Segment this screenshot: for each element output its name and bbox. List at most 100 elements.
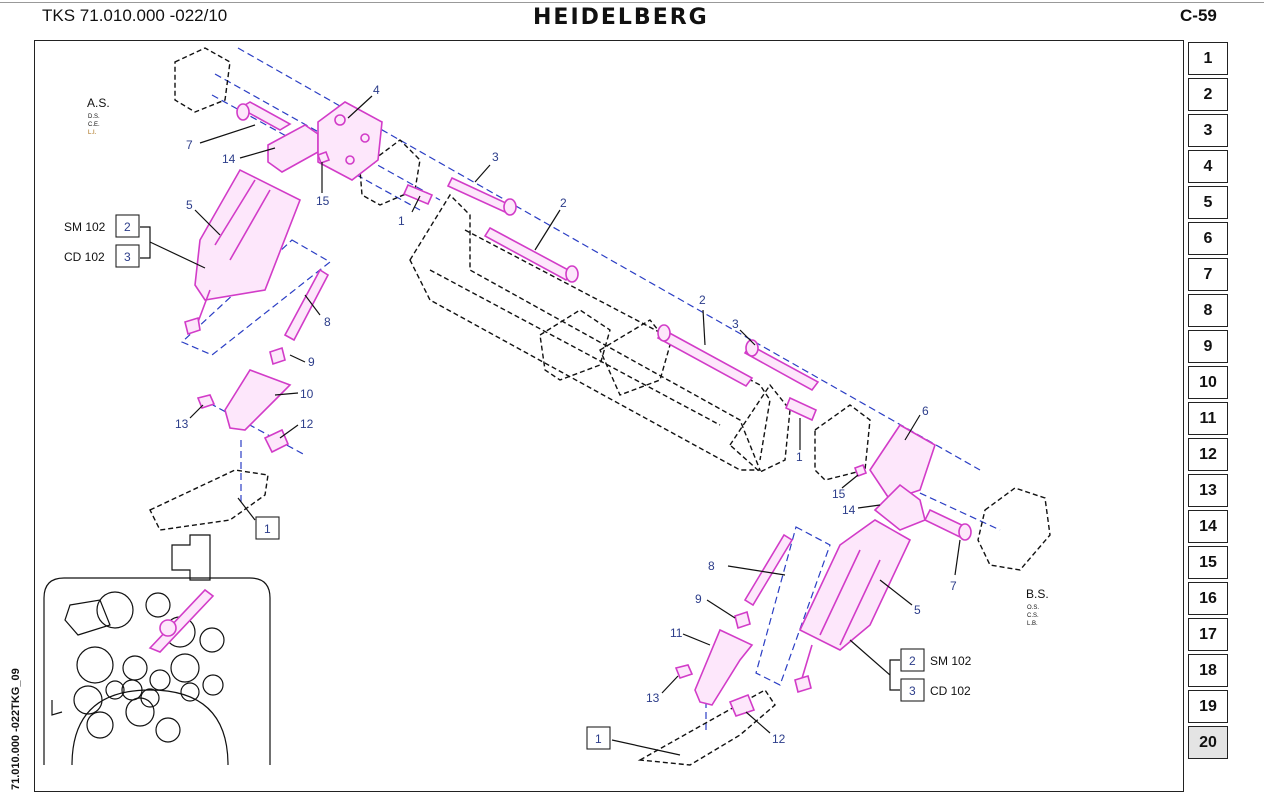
page-tab-1[interactable]: 1 xyxy=(1188,42,1228,75)
ref-box-1-left xyxy=(255,516,280,540)
sleeve-12-left xyxy=(263,428,290,454)
page-tab-18[interactable]: 18 xyxy=(1188,654,1228,687)
callout-15-right: 15 xyxy=(832,487,846,501)
callout-5-right: 5 xyxy=(914,603,921,617)
plate-4-left xyxy=(317,101,383,181)
callout-6-right: 6 xyxy=(922,404,929,418)
model-ref-box-left-1 xyxy=(115,214,140,238)
page-tab-12[interactable]: 12 xyxy=(1188,438,1228,471)
side-label-left-main: A.S. xyxy=(87,96,110,110)
page-tab-17[interactable]: 17 xyxy=(1188,618,1228,651)
callout-8-left: 8 xyxy=(324,315,331,329)
bolt-3-left xyxy=(446,176,512,214)
callout-4-left: 4 xyxy=(373,83,380,97)
page-tab-15[interactable]: 15 xyxy=(1188,546,1228,579)
side-label-right-main: B.S. xyxy=(1026,587,1049,601)
model-ref-box-right-1 xyxy=(900,648,925,672)
page-tab-14[interactable]: 14 xyxy=(1188,510,1228,543)
pin-15-right xyxy=(853,463,868,478)
callout-3-left: 3 xyxy=(492,150,499,164)
ref-box-1-right xyxy=(586,726,611,750)
bolt-7-left xyxy=(238,101,292,131)
model-ref-box-right-2 xyxy=(900,678,925,702)
model-name-right-2: CD 102 xyxy=(930,684,971,698)
callout-2-left: 2 xyxy=(560,196,567,210)
model-ref-left-2: 3 xyxy=(124,250,131,264)
callout-7-right: 7 xyxy=(950,579,957,593)
callout-1-right: 1 xyxy=(796,450,803,464)
left-parts xyxy=(184,101,579,454)
model-name-left-2: CD 102 xyxy=(64,250,105,264)
bracket-14-right xyxy=(873,483,926,531)
drawing-frame xyxy=(34,40,1184,792)
strip-8-right xyxy=(743,533,794,607)
callouts-right: 2 3 1 6 15 14 7 5 8 9 11 13 12 1 xyxy=(595,293,957,746)
callout-10-left: 10 xyxy=(300,387,314,401)
bracket-11-right xyxy=(694,628,754,706)
cylinder-5-left xyxy=(194,168,302,301)
page-tab-3[interactable]: 3 xyxy=(1188,114,1228,147)
callout-14-right: 14 xyxy=(842,503,856,517)
bracket-10-left xyxy=(224,369,292,431)
pin-9-right xyxy=(734,610,751,630)
inset-cylinder xyxy=(148,588,215,653)
page-code: C-59 xyxy=(1180,6,1217,25)
side-label-left-sub-3: L.I. xyxy=(88,130,97,136)
page-tab-20[interactable]: 20 xyxy=(1188,726,1228,759)
callout-15-left: 15 xyxy=(316,194,330,208)
rod-end-right xyxy=(794,674,812,694)
callout-7-left: 7 xyxy=(186,138,193,152)
callout-12-right: 12 xyxy=(772,732,786,746)
side-label-right-sub-3: L.B. xyxy=(1027,621,1038,627)
page-tab-11[interactable]: 11 xyxy=(1188,402,1228,435)
page-tab-10[interactable]: 10 xyxy=(1188,366,1228,399)
callout-13-right: 13 xyxy=(646,691,660,705)
page-tab-19[interactable]: 19 xyxy=(1188,690,1228,723)
page-tab-4[interactable]: 4 xyxy=(1188,150,1228,183)
callout-1-box-right: 1 xyxy=(595,732,602,746)
page-tab-16[interactable]: 16 xyxy=(1188,582,1228,615)
top-rule xyxy=(0,2,1264,3)
pin-15-left xyxy=(316,150,331,165)
page-tab-13[interactable]: 13 xyxy=(1188,474,1228,507)
frame-structure xyxy=(149,47,1051,766)
bracket-14-left xyxy=(267,124,319,173)
rod-end-left xyxy=(184,316,201,336)
callout-1-left: 1 xyxy=(398,214,405,228)
callout-3-right: 3 xyxy=(732,317,739,331)
pin-9-left xyxy=(269,346,286,366)
model-ref-right-2: 3 xyxy=(909,684,916,698)
page-tab-2[interactable]: 2 xyxy=(1188,78,1228,111)
page-tab-5[interactable]: 5 xyxy=(1188,186,1228,219)
screw-13-right xyxy=(674,664,694,679)
bolt-7-head-left xyxy=(236,103,250,121)
side-label-right-sub-1: O.S. xyxy=(1027,605,1039,611)
model-ref-box-left-2 xyxy=(115,244,140,268)
strip-8-left xyxy=(283,268,330,342)
callout-12-left: 12 xyxy=(300,417,314,431)
spacer-1-right xyxy=(784,396,818,422)
callout-8-right: 8 xyxy=(708,559,715,573)
page-tab-8[interactable]: 8 xyxy=(1188,294,1228,327)
callout-5-left: 5 xyxy=(186,198,193,212)
model-name-left-1: SM 102 xyxy=(64,220,106,234)
page-tab-9[interactable]: 9 xyxy=(1188,330,1228,363)
spacer-1-left xyxy=(402,183,434,206)
right-parts xyxy=(656,324,972,717)
callout-9-left: 9 xyxy=(308,355,315,369)
callout-14-left: 14 xyxy=(222,152,236,166)
callout-1-box-left: 1 xyxy=(264,522,271,536)
overview-inset xyxy=(43,534,271,766)
page-tab-6[interactable]: 6 xyxy=(1188,222,1228,255)
cylinder-5-right xyxy=(798,519,912,651)
callout-11-right: 11 xyxy=(670,626,683,640)
page-tab-7[interactable]: 7 xyxy=(1188,258,1228,291)
side-labels: A.S. D.S. C.E. L.I. B.S. O.S. C.S. L.B. xyxy=(87,96,1049,627)
sleeve-12-right xyxy=(728,693,756,717)
heidelberg-logo: HEIDELBERG xyxy=(533,5,709,30)
side-label-left-sub-1: D.S. xyxy=(88,114,100,120)
document-title: TKS 71.010.000 -022/10 xyxy=(42,6,228,25)
